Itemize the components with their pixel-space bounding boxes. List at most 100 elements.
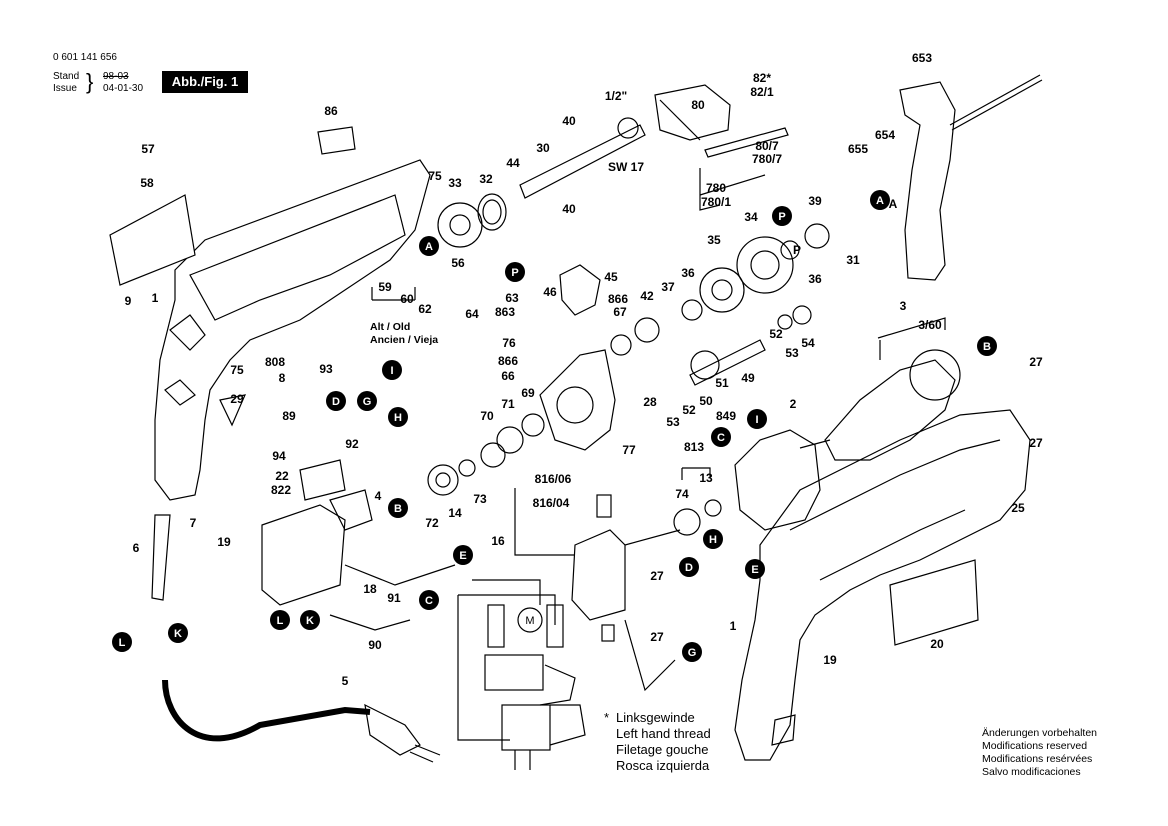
chuck [654, 84, 731, 141]
connection-marker: K [168, 623, 188, 643]
brace-glyph: } [86, 69, 94, 94]
svg-text:A: A [425, 241, 433, 253]
auxiliary-handle [899, 81, 956, 281]
wiring-schematic [457, 579, 586, 770]
part-label: 25 [1011, 501, 1025, 515]
part-label: 19 [217, 535, 231, 549]
footnote-line-1: Linksgewinde [616, 710, 695, 725]
part-label: 70 [480, 409, 494, 423]
part-label: 92 [345, 437, 359, 451]
svg-text:H: H [709, 534, 717, 546]
connection-marker: E [745, 559, 765, 579]
part-label: 93 [319, 362, 333, 376]
part-label: SW 17 [608, 160, 644, 174]
part-label: 54 [801, 336, 815, 350]
part-label: 52 [682, 403, 696, 417]
part-label: 69 [521, 386, 535, 400]
connection-marker: I [747, 409, 767, 429]
part-label: 13 [699, 471, 713, 485]
part-label: 49 [741, 371, 755, 385]
part-label: 27 [650, 569, 664, 583]
part-label: 90 [368, 638, 382, 652]
svg-text:E: E [751, 564, 758, 576]
svg-text:G: G [688, 647, 697, 659]
connection-marker: C [711, 427, 731, 447]
part-label: 60 [400, 292, 414, 306]
connection-marker: L [112, 632, 132, 652]
part-label: P [793, 243, 801, 257]
svg-text:P: P [511, 267, 518, 279]
svg-text:P: P [778, 211, 785, 223]
part-label: 94 [272, 449, 286, 463]
issue-label: Issue [53, 83, 77, 94]
connection-marker: D [326, 391, 346, 411]
part-label: 655 [848, 142, 868, 156]
modifications-line-2: Modifications reserved [982, 740, 1088, 752]
brush-holder [571, 529, 626, 621]
part-label: 80 [691, 98, 705, 112]
part-label: 8 [279, 371, 286, 385]
part-label: 18 [363, 582, 377, 596]
svg-text:H: H [394, 412, 402, 424]
housing-half-left [154, 159, 431, 501]
date-old: 98-03 [103, 71, 129, 82]
svg-text:D: D [332, 396, 340, 408]
connection-marker: P [505, 262, 525, 282]
part-label: 35 [707, 233, 721, 247]
part-label: 50 [699, 394, 713, 408]
svg-text:E: E [459, 550, 466, 562]
part-label: 14 [448, 506, 462, 520]
part-label: 1 [730, 619, 737, 633]
part-label: 82/1 [750, 85, 774, 99]
part-label: 813 [684, 440, 704, 454]
date-new: 04-01-30 [103, 83, 144, 94]
part-label: A [889, 197, 898, 211]
gear-34 [736, 236, 794, 294]
footnote-line-4: Rosca izquierda [616, 758, 710, 773]
motor-symbol: M [525, 615, 534, 627]
old-note-line-1: Alt / Old [370, 321, 411, 333]
connection-marker: G [357, 391, 377, 411]
svg-text:C: C [425, 595, 433, 607]
part-label: 22 [275, 469, 289, 483]
svg-text:I: I [755, 414, 758, 426]
part-label: 6 [133, 541, 140, 555]
part-label: 46 [543, 285, 557, 299]
footnote-line-2: Left hand thread [616, 726, 711, 741]
part-label: 16 [491, 534, 505, 548]
part-label: 36 [808, 272, 822, 286]
part-label: 59 [378, 280, 392, 294]
connection-marker: E [453, 545, 473, 565]
connection-marker: D [679, 557, 699, 577]
part-label: 74 [675, 487, 689, 501]
svg-text:K: K [174, 628, 182, 640]
connection-marker: H [388, 407, 408, 427]
part-label: 29 [230, 392, 244, 406]
part-label: 30 [536, 141, 550, 155]
part-label: 45 [604, 270, 618, 284]
connection-marker: L [270, 610, 290, 630]
part-label: 816/04 [533, 496, 570, 510]
part-label: 5 [342, 674, 349, 688]
part-label: 80/7 [755, 139, 779, 153]
part-label: 34 [744, 210, 758, 224]
svg-text:A: A [876, 195, 884, 207]
part-label: 91 [387, 591, 401, 605]
connection-marker: C [419, 590, 439, 610]
part-label: 32 [479, 172, 493, 186]
part-label: 51 [715, 376, 729, 390]
part-label: 71 [501, 397, 515, 411]
part-label: 63 [505, 291, 519, 305]
part-label: 2 [790, 397, 797, 411]
part-label: 36 [681, 266, 695, 280]
part-label: 75 [428, 169, 442, 183]
old-note-line-2: Ancien / Vieja [370, 334, 439, 346]
part-label: 82* [753, 71, 771, 85]
part-label: 1 [152, 291, 159, 305]
part-label: 780/1 [701, 195, 731, 209]
part-label: 27 [1029, 436, 1043, 450]
part-label: 822 [271, 483, 291, 497]
spindle [519, 124, 646, 199]
part-label: 53 [666, 415, 680, 429]
